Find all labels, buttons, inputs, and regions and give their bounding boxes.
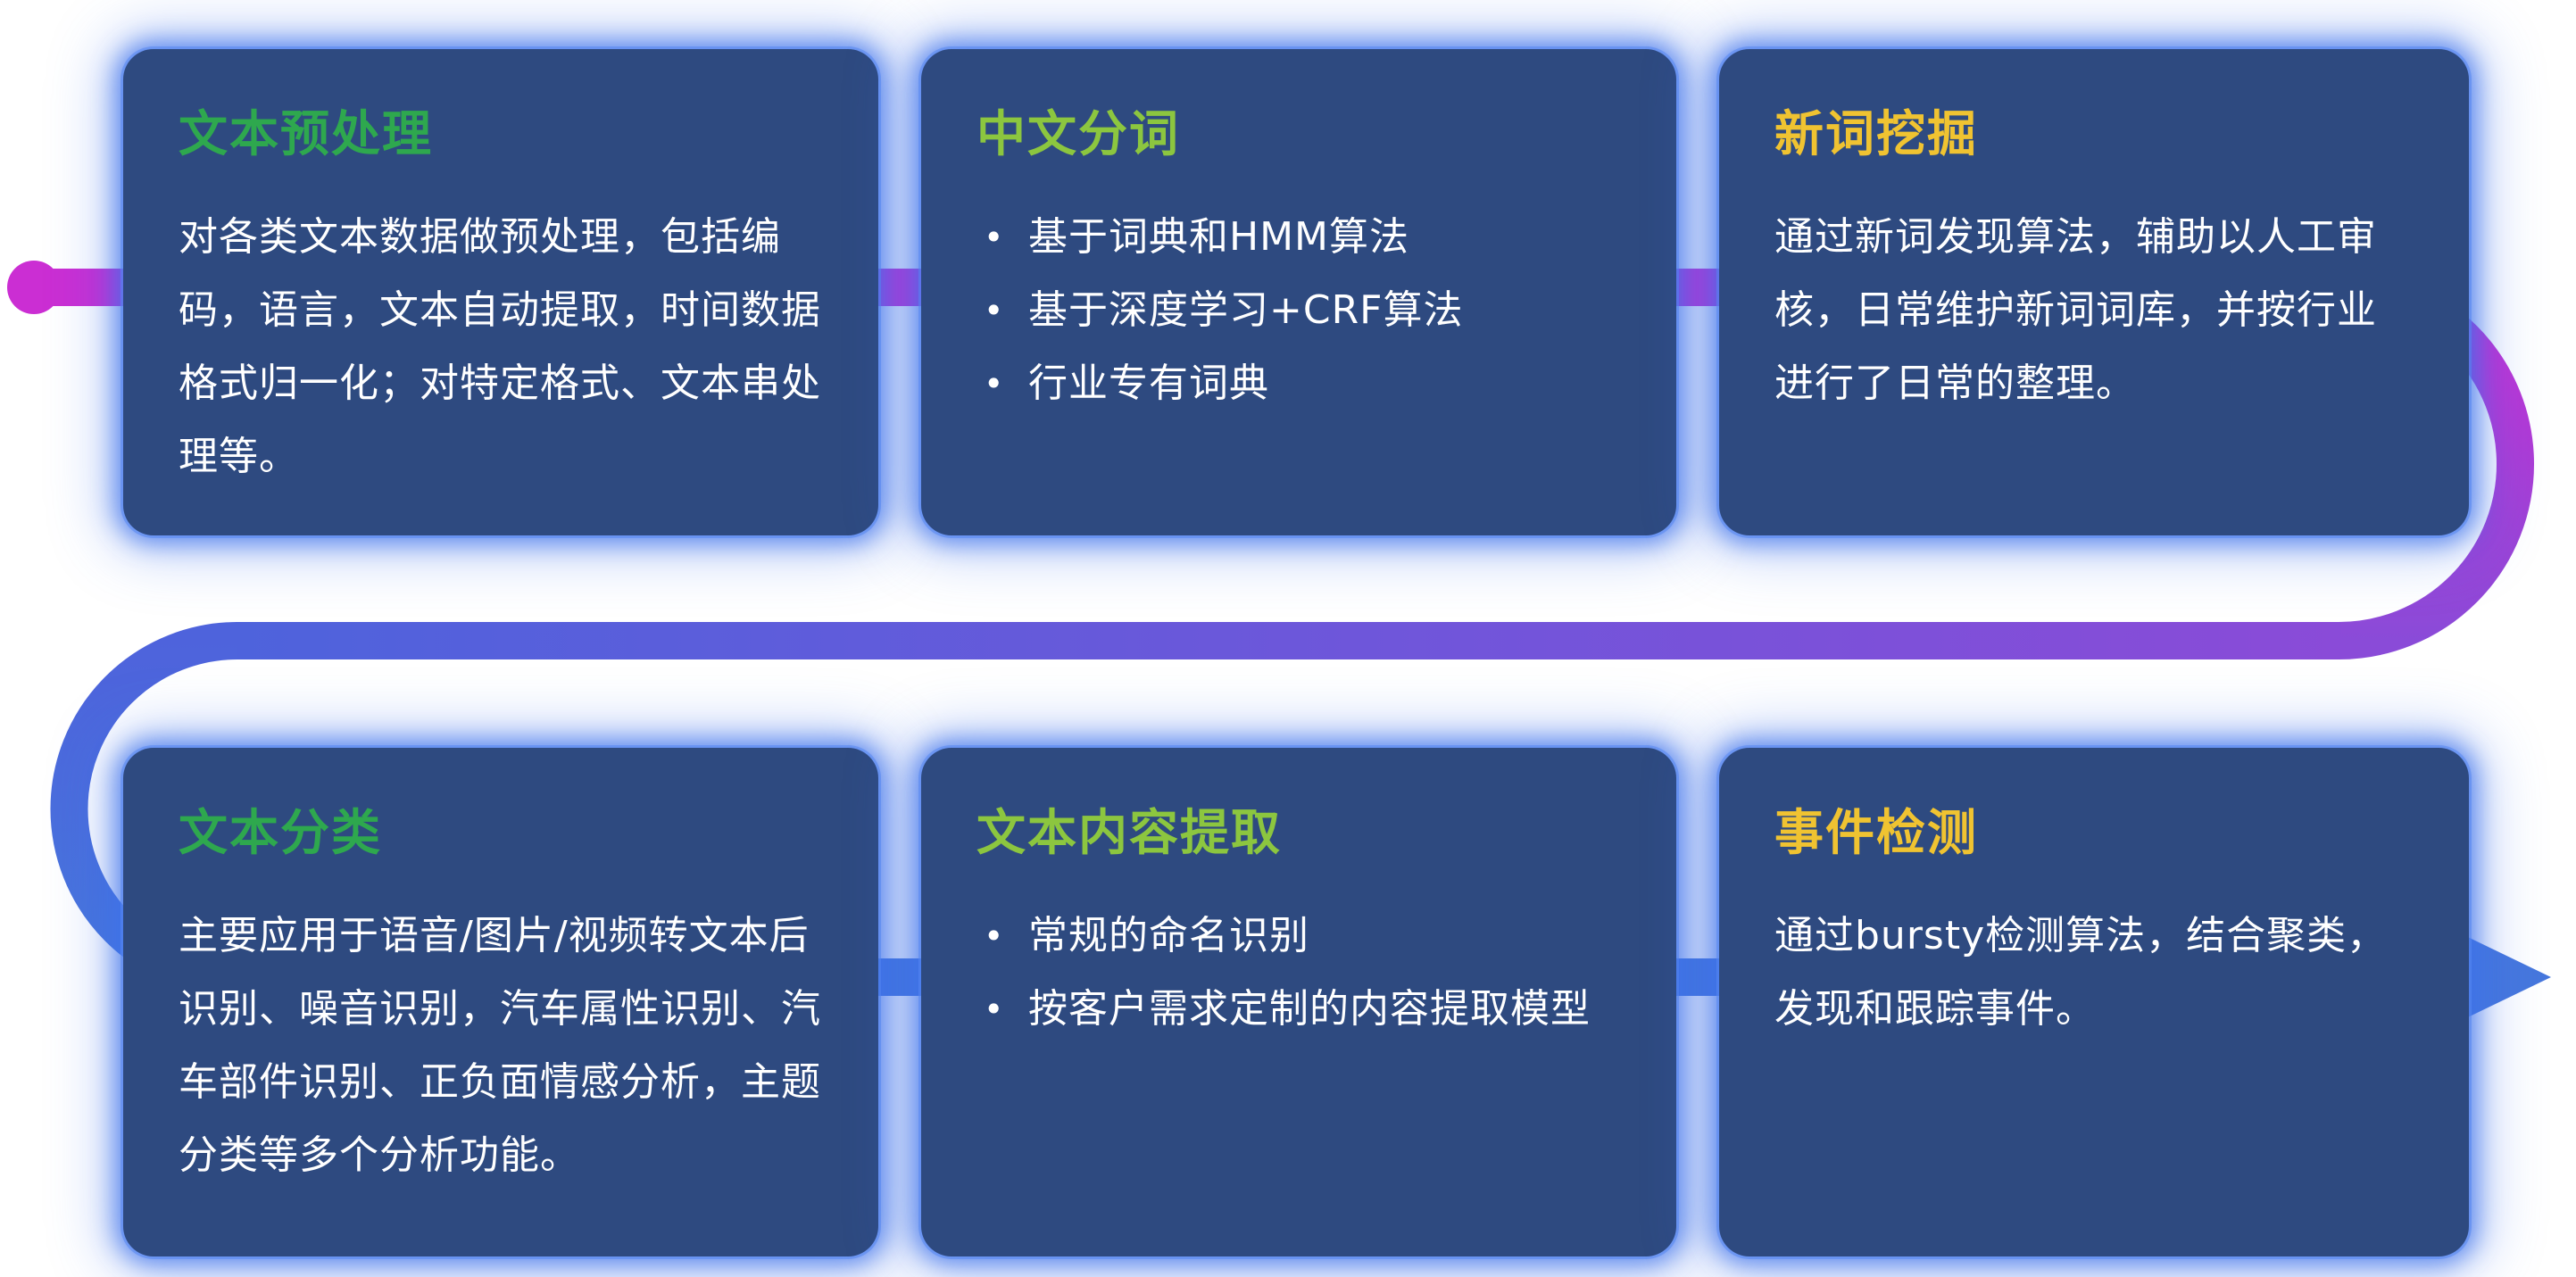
card-body: 主要应用于语音/图片/视频转文本后识别、噪音识别，汽车属性识别、汽车部件识别、正… (179, 913, 821, 1178)
card-text-content-extraction: 文本内容提取 常规的命名识别 按客户需求定制的内容提取模型 (921, 748, 1676, 1256)
card-body: 通过bursty检测算法，结合聚类，发现和跟踪事件。 (1774, 913, 2388, 1032)
card-new-word-mining: 新词挖掘 通过新词发现算法，辅助以人工审核，日常维护新词词库，并按行业进行了日常… (1719, 49, 2469, 535)
card-text-classification: 文本分类 主要应用于语音/图片/视频转文本后识别、噪音识别，汽车属性识别、汽车部… (123, 748, 878, 1256)
card-event-detection: 事件检测 通过bursty检测算法，结合聚类，发现和跟踪事件。 (1719, 748, 2469, 1256)
card-title: 文本预处理 (179, 105, 434, 162)
card-title: 中文分词 (976, 105, 1181, 162)
card-bullet-list: 常规的命名识别 按客户需求定制的内容提取模型 (976, 900, 1621, 1046)
card-text-preprocessing: 文本预处理 对各类文本数据做预处理，包括编码，语言，文本自动提取，时间数据格式归… (123, 49, 878, 535)
card-title: 文本分类 (179, 804, 383, 861)
bullet-item: 按客户需求定制的内容提取模型 (976, 973, 1621, 1046)
card-chinese-word-segmentation: 中文分词 基于词典和HMM算法 基于深度学习+CRF算法 行业专有词典 (921, 49, 1676, 535)
card-title: 事件检测 (1774, 804, 1979, 861)
bullet-item: 基于深度学习+CRF算法 (976, 274, 1621, 347)
bullet-item: 行业专有词典 (976, 347, 1621, 420)
card-title: 文本内容提取 (976, 804, 1283, 861)
card-body: 通过新词发现算法，辅助以人工审核，日常维护新词词库，并按行业进行了日常的整理。 (1774, 214, 2377, 406)
bullet-item: 常规的命名识别 (976, 900, 1621, 973)
arrow-right-icon (2449, 928, 2551, 1026)
card-bullet-list: 基于词典和HMM算法 基于深度学习+CRF算法 行业专有词典 (976, 201, 1621, 420)
card-body: 对各类文本数据做预处理，包括编码，语言，文本自动提取，时间数据格式归一化；对特定… (179, 214, 821, 479)
bullet-item: 基于词典和HMM算法 (976, 201, 1621, 274)
card-title: 新词挖掘 (1774, 105, 1979, 162)
